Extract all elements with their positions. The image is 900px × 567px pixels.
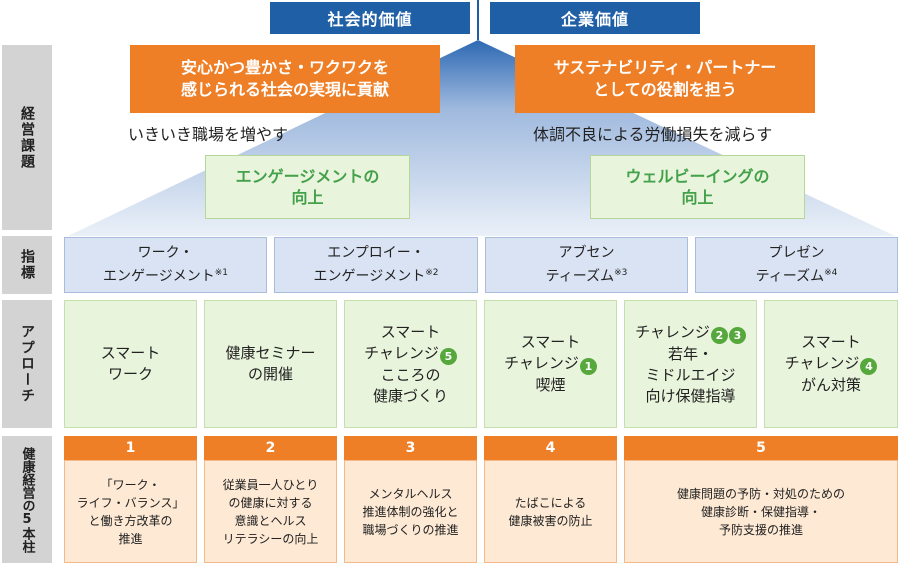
number-badge-5: 5: [439, 347, 457, 365]
pillar-4-body: たばこによる 健康被害の防止: [484, 460, 617, 563]
pillar-3-header: 3: [344, 436, 477, 460]
indicator-absenteeism: アブセン ティーズム※3: [485, 237, 688, 293]
social-value-header: 社会的価値: [270, 2, 470, 34]
pillar-2-header: 2: [204, 436, 337, 460]
indicator-presenteeism: プレゼン ティーズム※4: [695, 237, 898, 293]
issue-right: 体調不良による労働損失を減らす: [533, 125, 773, 144]
issue-left: いきいき職場を増やす: [128, 125, 289, 144]
theme-wellbeing: ウェルビーイングの 向上: [590, 155, 805, 219]
number-badge-3: 3: [728, 326, 746, 344]
side-label-approach: アプローチ: [2, 300, 52, 428]
corporate-value-header: 企業価値: [490, 2, 700, 34]
goal-right: サステナビリティ・パートナー としての役割を担う: [515, 45, 815, 113]
pillar-5-header: 5: [624, 436, 898, 460]
pillar-1-body: 「ワーク・ ライフ・バランス」 と働き方改革の 推進: [64, 460, 197, 563]
indicator-employee-engagement: エンプロイー・ エンゲージメント※2: [274, 237, 478, 293]
number-badge-2: 2: [710, 326, 728, 344]
approach-smart-work: スマート ワーク: [64, 300, 197, 428]
pillar-1-header: 1: [64, 436, 197, 460]
pillar-5-body: 健康問題の予防・対処のための 健康診断・保健指導・ 予防支援の推進: [624, 460, 898, 563]
number-badge-1: 1: [579, 358, 597, 375]
side-label-indicators: 指標: [2, 236, 52, 294]
goal-left: 安心かつ豊かさ・ワクワクを 感じられる社会の実現に貢献: [130, 45, 440, 113]
pillar-2-body: 従業員一人ひとり の健康に対する 意識とヘルス リテラシーの向上: [204, 460, 337, 563]
theme-engagement: エンゲージメントの 向上: [205, 155, 410, 219]
indicator-work-engagement: ワーク・ エンゲージメント※1: [64, 237, 267, 293]
number-badge-4: 4: [860, 358, 878, 375]
pillar-4-header: 4: [484, 436, 617, 460]
side-label-issues: 経営課題: [2, 45, 52, 230]
side-label-pillars: 健康経営の5本柱: [2, 436, 52, 563]
approach-health-seminar: 健康セミナー の開催: [204, 300, 337, 428]
pillar-3-body: メンタルヘルス 推進体制の強化と 職場づくりの推進: [344, 460, 477, 563]
